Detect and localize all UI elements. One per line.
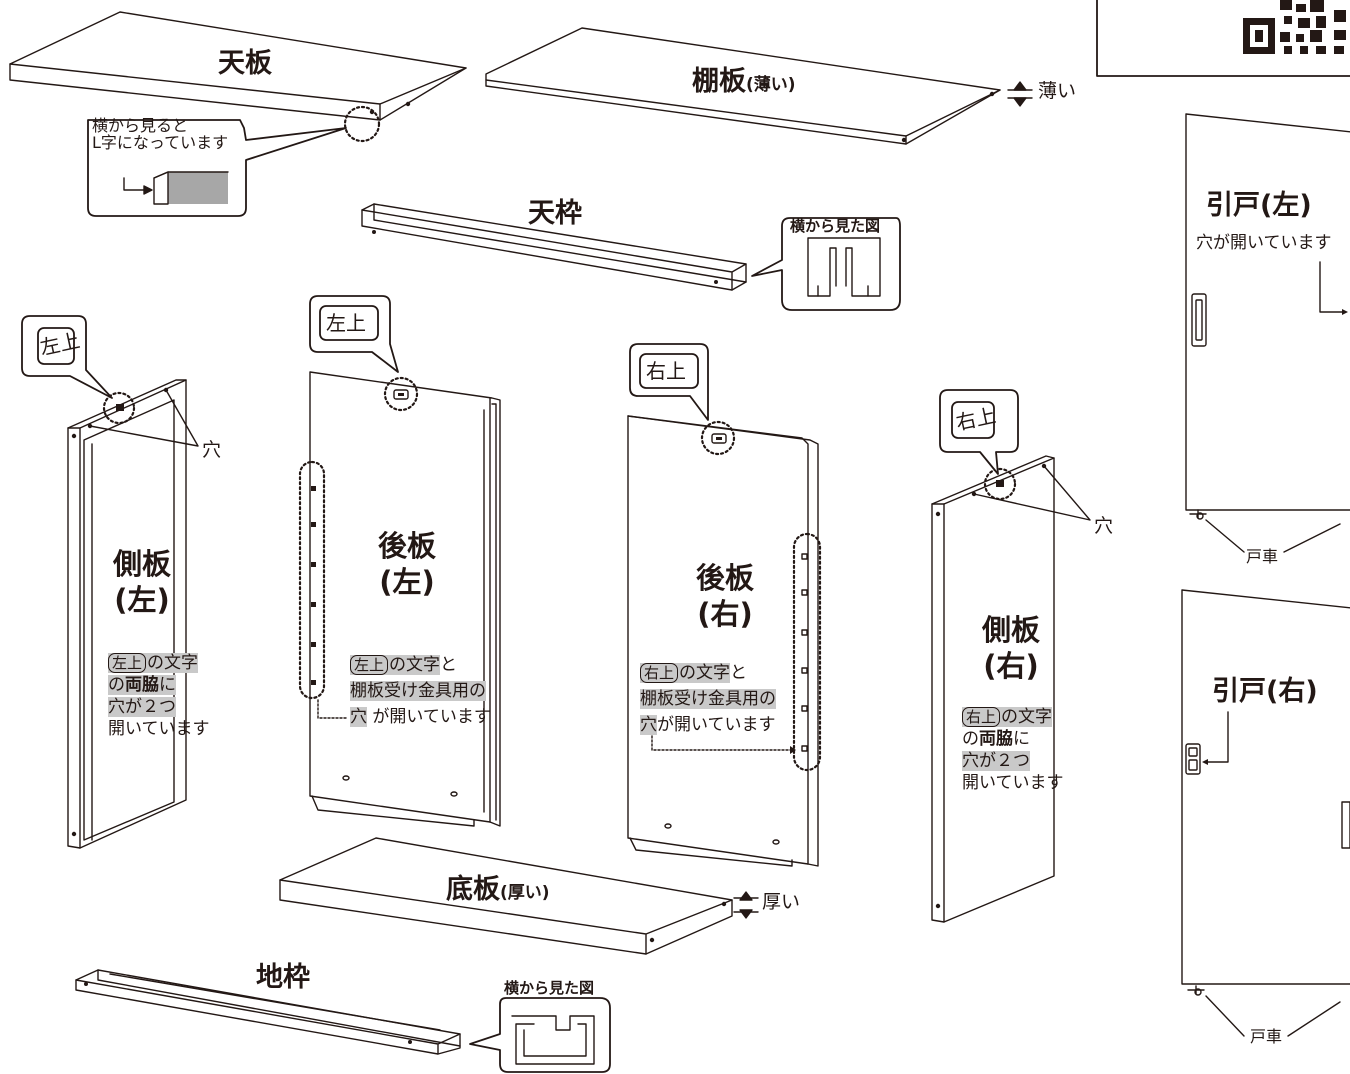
base-frame-side-view	[469, 997, 611, 1073]
bottom-panel-title: 底板(厚い)	[446, 874, 550, 905]
top-panel-callout	[87, 119, 347, 217]
sliding-door-left-title: 引戸(左)	[1206, 190, 1312, 221]
top-panel-note-line2: L字になっています	[92, 133, 229, 152]
back-panel-right-desc-2: 棚板受け金具用の	[640, 689, 776, 709]
sliding-door-right-wheel-label: 戸車	[1250, 1027, 1283, 1046]
back-panel-left-desc-2: 棚板受け金具用の	[350, 681, 486, 701]
back-panel-right-drawing	[627, 415, 822, 867]
back-panel-left-desc-3b: が開いています	[372, 707, 491, 727]
left-side-desc-stamp: 左上	[108, 653, 147, 673]
back-panel-right-description: 右上の文字と 棚板受け金具用の 穴が開いています	[640, 660, 776, 738]
bottom-panel-thickness-indicator	[733, 891, 759, 919]
top-frame-side-caption: 横から見た図	[790, 217, 881, 235]
back-panel-right-desc-3b: が開いています	[657, 715, 776, 735]
left-side-desc-3: 穴が２つ	[108, 697, 176, 717]
right-side-desc-2c: に	[1013, 729, 1030, 749]
left-side-title-line1: 側板	[112, 547, 171, 581]
right-side-description: 右上の文字 の両脇に 穴が２つ 開いています	[962, 706, 1064, 794]
back-panel-left-stamp-callout	[309, 295, 399, 373]
sliding-door-left-wheel-label: 戸車	[1246, 547, 1279, 566]
back-panel-right-desc-3a: 穴	[640, 715, 657, 735]
sliding-door-left-drawing	[1185, 113, 1350, 553]
bottom-panel-title-text: 底板	[446, 874, 500, 905]
right-side-stamp-callout	[939, 389, 1019, 475]
shelf-title-text: 棚板	[692, 66, 746, 97]
back-panel-right-title: 後板 (右)	[680, 560, 770, 633]
back-panel-left-desc-1a: の文字	[389, 655, 441, 675]
top-panel-zoom-circle	[343, 105, 381, 143]
left-side-title-line2: (左)	[114, 583, 170, 618]
shelf-thickness-label: 薄い	[1038, 80, 1077, 102]
back-panel-right-stamp: 右上	[646, 359, 686, 383]
bottom-panel-drawing	[279, 837, 733, 955]
back-panel-right-desc-1b: と	[730, 663, 748, 683]
left-side-desc-1: の文字	[147, 653, 199, 673]
sliding-door-right-drawing	[1181, 589, 1350, 1037]
right-side-desc-2a: の	[962, 729, 979, 749]
left-side-desc-2c: に	[159, 675, 176, 695]
right-side-desc-stamp: 右上	[962, 707, 1001, 727]
back-panel-left-desc-stamp: 左上	[350, 655, 389, 675]
left-side-hole-label: 穴	[202, 439, 222, 461]
shelf-title-qualifier: (薄い)	[746, 75, 796, 95]
left-side-panel-drawing	[67, 379, 199, 849]
right-side-desc-1: の文字	[1001, 707, 1053, 727]
right-side-title: 側板 (右)	[966, 612, 1056, 685]
left-side-title: 側板 (左)	[102, 546, 182, 619]
back-panel-left-desc-1b: と	[440, 655, 458, 675]
base-frame-side-caption: 横から見た図	[504, 979, 595, 997]
back-panel-left-title-line1: 後板	[377, 529, 436, 563]
back-panel-left-title: 後板 (左)	[362, 528, 452, 601]
top-panel-note-line1: 横から見ると	[92, 116, 189, 135]
right-side-desc-4: 開いています	[962, 773, 1064, 793]
base-frame-drawing	[75, 969, 461, 1055]
right-side-title-line1: 側板	[981, 613, 1040, 647]
right-side-desc-2b: 両脇	[979, 729, 1013, 749]
back-panel-left-desc-3a: 穴	[350, 707, 367, 727]
back-panel-left-stamp: 左上	[326, 311, 366, 335]
shelf-thickness-indicator	[1007, 81, 1033, 107]
left-side-desc-2b: 両脇	[125, 675, 159, 695]
left-side-desc-4: 開いています	[108, 719, 210, 739]
right-side-title-line2: (右)	[983, 649, 1039, 684]
back-panel-left-description: 左上の文字と 棚板受け金具用の 穴 が開いています	[350, 652, 491, 730]
top-frame-drawing	[361, 203, 747, 291]
top-frame-side-view	[751, 217, 901, 311]
left-side-desc-2a: の	[108, 675, 125, 695]
shelf-title: 棚板(薄い)	[692, 66, 796, 97]
right-side-desc-3: 穴が２つ	[962, 751, 1030, 771]
back-panel-right-title-line1: 後板	[695, 561, 754, 595]
left-side-description: 左上の文字 の両脇に 穴が２つ 開いています	[108, 652, 210, 740]
back-panel-left-title-line2: (左)	[379, 565, 435, 600]
top-panel-title: 天板	[218, 48, 272, 79]
back-panel-right-desc-stamp: 右上	[640, 663, 679, 683]
back-panel-right-stamp-callout	[629, 343, 709, 421]
top-frame-title: 天枠	[528, 198, 582, 229]
base-frame-title: 地枠	[256, 962, 310, 993]
left-side-stamp-callout	[21, 315, 113, 399]
shelf-drawing	[485, 27, 1001, 145]
sliding-door-right-title: 引戸(右)	[1212, 676, 1318, 707]
bottom-panel-thickness-label: 厚い	[762, 891, 801, 913]
qr-code-box	[1096, 0, 1350, 77]
back-panel-right-title-line2: (右)	[697, 597, 753, 632]
right-side-hole-label: 穴	[1094, 515, 1114, 537]
bottom-panel-title-qualifier: (厚い)	[500, 883, 550, 903]
back-panel-right-desc-1a: の文字	[679, 663, 731, 683]
right-side-panel-drawing	[931, 455, 1091, 923]
sliding-door-left-note: 穴が開いています	[1196, 233, 1332, 253]
